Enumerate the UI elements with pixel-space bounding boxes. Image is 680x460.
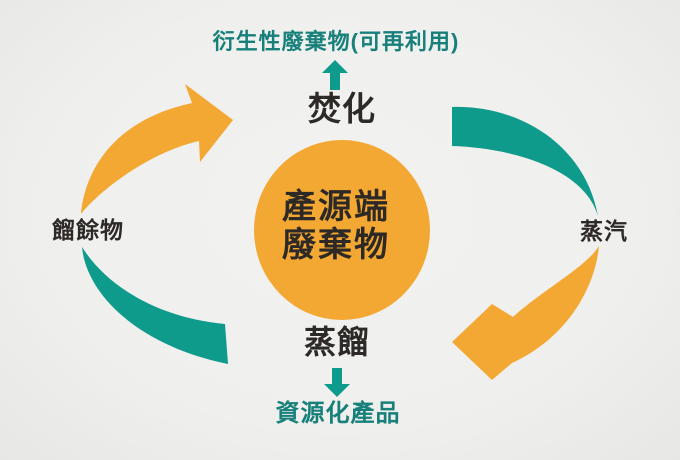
label-incineration: 焚化 bbox=[308, 90, 376, 127]
down-arrow-icon bbox=[324, 368, 350, 397]
curved-tail-incineration-to-steam bbox=[452, 106, 598, 216]
curved-arrow-residue-to-incineration bbox=[81, 84, 233, 214]
label-distillation-residue: 餾餘物 bbox=[52, 217, 124, 243]
center-circle-label: 產源端 廢棄物 bbox=[282, 188, 390, 264]
label-steam: 蒸汽 bbox=[580, 218, 628, 244]
center-circle bbox=[254, 140, 430, 320]
label-distillation: 蒸餾 bbox=[303, 324, 371, 360]
up-arrow-icon bbox=[322, 60, 348, 90]
label-resource-products: 資源化產品 bbox=[275, 400, 401, 427]
curved-tail-distillation-to-residue bbox=[82, 247, 228, 364]
curved-arrow-steam-to-distillation bbox=[452, 246, 599, 380]
label-derivative-waste: 衍生性廢棄物(可再利用) bbox=[212, 29, 460, 54]
center-circle-label-line1: 產源端 bbox=[282, 188, 390, 226]
center-circle-label-line2: 廢棄物 bbox=[282, 226, 390, 264]
